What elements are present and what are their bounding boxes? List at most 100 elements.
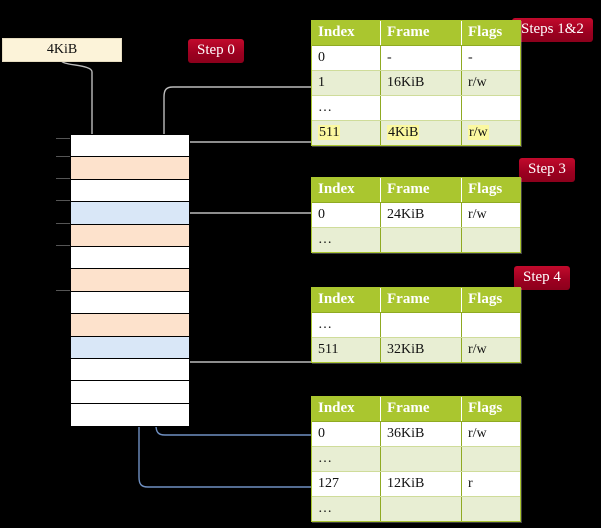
step-badge-step3: Step 3	[519, 158, 575, 182]
column-header-frame: Frame	[380, 397, 462, 422]
page-table-cell: r/w	[461, 202, 520, 228]
page-table-cell: r/w	[461, 337, 520, 362]
memory-frame-row	[71, 157, 189, 180]
page-table-cell: 32KiB	[380, 337, 462, 362]
page-table-cell: r/w	[461, 120, 520, 145]
memory-tick	[56, 290, 70, 291]
memory-frame-row	[71, 202, 189, 225]
page-table-cell: …	[312, 95, 381, 121]
column-header-index: Index	[312, 21, 381, 46]
page-table-row[interactable]: …	[312, 496, 520, 521]
page-table-cell	[461, 227, 520, 252]
page-table-cell: 4KiB	[380, 120, 462, 145]
page-table-cell: 0	[312, 421, 381, 447]
connector-t4-to-mem	[172, 282, 311, 363]
column-header-flags: Flags	[461, 178, 520, 203]
column-header-index: Index	[312, 397, 381, 422]
page-table-row[interactable]: …	[312, 95, 520, 121]
page-table-cell: r/w	[461, 421, 520, 447]
memory-tick	[56, 178, 70, 179]
memory-tick	[56, 245, 70, 246]
page-table-cell: …	[312, 312, 381, 338]
memory-frame-row	[71, 179, 189, 203]
memory-frame-row	[71, 246, 189, 270]
connector-mem-to-t3	[180, 212, 311, 223]
memory-tick	[56, 156, 70, 157]
page-table-cell: -	[380, 45, 462, 71]
page-table-cell: 24KiB	[380, 202, 462, 228]
page-table-cell: …	[312, 227, 381, 252]
column-header-flags: Flags	[461, 288, 520, 313]
page-table-cell: 0	[312, 45, 381, 71]
page-table-cell: 511	[312, 120, 381, 145]
page-table-row[interactable]: 0--	[312, 45, 520, 71]
memory-frame-row	[71, 403, 189, 427]
memory-tick	[56, 200, 70, 201]
page-table-cell: 0	[312, 202, 381, 228]
step-badge-step0: Step 0	[188, 39, 244, 63]
page-table-cell: -	[461, 45, 520, 71]
page-table-row[interactable]: …	[312, 227, 520, 252]
memory-frame-row	[71, 291, 189, 315]
column-header-flags: Flags	[461, 397, 520, 422]
highlighted-value: r/w	[468, 124, 489, 140]
column-header-flags: Flags	[461, 21, 520, 46]
page-table-cell: …	[312, 446, 381, 472]
page-table-cell: 16KiB	[380, 70, 462, 96]
page-table-cell	[461, 496, 520, 521]
page-table-row[interactable]: …	[312, 446, 520, 472]
column-header-frame: Frame	[380, 178, 462, 203]
page-table-cell: r	[461, 471, 520, 497]
page-table-cell: 36KiB	[380, 421, 462, 447]
memory-frame-row	[71, 358, 189, 382]
page-table-cell	[380, 312, 462, 338]
highlighted-value: 4KiB	[387, 124, 420, 140]
page-table-cell	[380, 227, 462, 252]
page-table-cell	[461, 95, 520, 121]
page-table-cell	[380, 446, 462, 472]
memory-frame-row	[71, 224, 189, 247]
page-table-cell: 511	[312, 337, 381, 362]
memory-frame-row	[71, 336, 189, 359]
memory-frame-row	[71, 381, 189, 404]
column-header-index: Index	[312, 288, 381, 313]
page-table-cell	[461, 446, 520, 472]
step-badge-step4: Step 4	[514, 266, 570, 290]
column-header-frame: Frame	[380, 21, 462, 46]
page-table-cell: 12KiB	[380, 471, 462, 497]
page-table-cell: …	[312, 496, 381, 521]
page-table-cell: 127	[312, 471, 381, 497]
frame-size-label: 4KiB	[46, 42, 78, 57]
memory-frame-row	[71, 269, 189, 292]
column-header-frame: Frame	[380, 288, 462, 313]
page-table-cell: r/w	[461, 70, 520, 96]
memory-frame-row	[71, 314, 189, 337]
highlighted-value: 511	[318, 124, 341, 140]
step-badge-steps12: Steps 1&2	[512, 18, 593, 42]
page-table-cell	[461, 312, 520, 338]
page-table-row[interactable]: 511 4KiB r/w	[312, 120, 520, 145]
memory-frame-row	[71, 135, 189, 158]
physical-memory-column	[70, 134, 190, 428]
memory-tick	[56, 138, 70, 139]
column-header-index: Index	[312, 178, 381, 203]
page-table-row[interactable]: …	[312, 312, 520, 338]
